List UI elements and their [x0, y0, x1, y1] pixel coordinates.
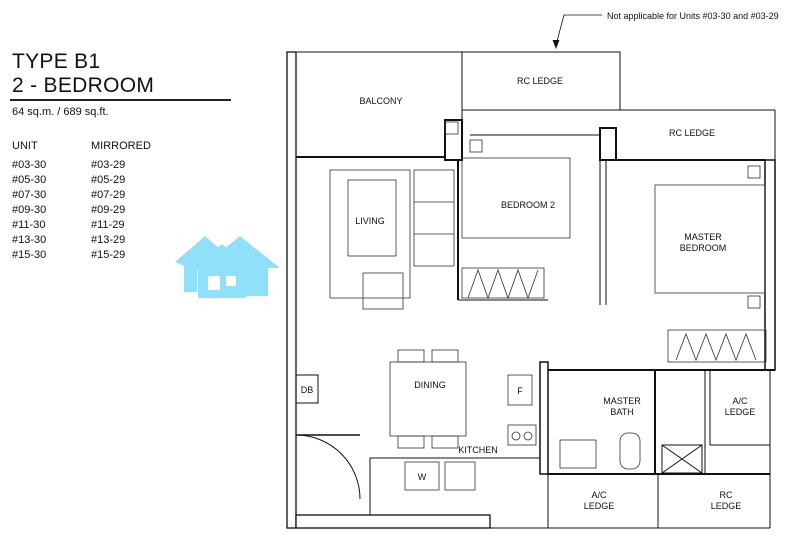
wardrobe-bedroom2	[461, 267, 545, 299]
label-master-bath-2: BATH	[610, 407, 633, 417]
mirrored-unit-number: #05-29	[91, 174, 126, 186]
label-rc-ledge-right: RC LEDGE	[669, 128, 715, 138]
label-rc-ledge-top: RC LEDGE	[517, 76, 563, 86]
mirrored-unit-number: #09-29	[91, 204, 126, 216]
label-rc-ledge-bottom-2: LEDGE	[711, 501, 742, 511]
label-db: DB	[301, 385, 314, 395]
armchair	[362, 272, 404, 310]
unit-number: #09-30	[12, 204, 47, 216]
mirrored-unit-number: #03-29	[91, 159, 126, 171]
wardrobe-master	[667, 329, 767, 363]
label-rc-ledge-bottom: RC	[720, 490, 733, 500]
unit-area: 64 sq.m. / 689 sq.ft.	[12, 106, 109, 118]
label-balcony: BALCONY	[359, 96, 402, 106]
label-bedroom2: BEDROOM 2	[501, 200, 555, 210]
kitchen-sink	[444, 461, 476, 491]
house-logo-watermark	[175, 236, 280, 298]
washer	[404, 461, 440, 491]
title-divider	[10, 99, 231, 101]
stove	[507, 424, 537, 446]
walls	[286, 51, 776, 529]
unit-number: #11-30	[12, 219, 46, 231]
unit-number: #13-30	[12, 234, 47, 246]
mirrored-unit-number: #11-29	[91, 219, 125, 231]
label-washer: W	[418, 472, 427, 482]
bath-sink	[559, 439, 597, 469]
unit-number: #07-30	[12, 189, 47, 201]
mirrored-unit-number: #07-29	[91, 189, 126, 201]
label-ac-ledge-right: A/C	[732, 396, 748, 406]
label-ac-ledge-right-2: LEDGE	[725, 407, 756, 417]
applicability-note: Not applicable for Units #03-30 and #03-…	[607, 11, 779, 21]
unit-number: #05-30	[12, 174, 47, 186]
label-kitchen: KITCHEN	[458, 445, 498, 455]
aircon-unit	[747, 295, 761, 309]
mirrored-column: MIRRORED #03-29 #05-29 #07-29 #09-29 #11…	[91, 139, 181, 263]
aircon-unit	[444, 121, 459, 135]
furniture	[329, 121, 767, 491]
unit-column: UNIT #03-30 #05-30 #07-30 #09-30 #11-30 …	[12, 139, 102, 263]
unit-number: #03-30	[12, 159, 47, 171]
label-dining: DINING	[414, 380, 446, 390]
label-living: LIVING	[355, 216, 385, 226]
dining-table	[389, 361, 467, 437]
label-ac-ledge-bottom-2: LEDGE	[584, 501, 615, 511]
unit-number: #15-30	[12, 249, 47, 261]
mirrored-unit-number: #15-29	[91, 249, 126, 261]
mirrored-header: MIRRORED	[91, 140, 151, 152]
fridge	[507, 374, 533, 406]
label-master-bath: MASTER	[603, 396, 641, 406]
label-ac-ledge-bottom: A/C	[591, 490, 607, 500]
mirrored-unit-number: #13-29	[91, 234, 126, 246]
aircon-unit	[469, 139, 483, 153]
coffee-table	[347, 179, 397, 257]
sofa	[413, 169, 455, 267]
living-rug	[329, 169, 411, 299]
bed-bedroom2	[461, 157, 571, 239]
label-fridge: F	[517, 386, 523, 396]
toilet	[619, 432, 641, 470]
aircon-unit	[747, 165, 761, 179]
bedroom-count-title: 2 - BEDROOM	[12, 74, 155, 97]
label-master-bedroom-2: BEDROOM	[680, 243, 727, 253]
label-master-bedroom: MASTER	[684, 232, 722, 242]
note-leader-arrow	[552, 14, 602, 50]
unit-header: UNIT	[12, 140, 38, 152]
master-bed	[654, 184, 766, 294]
unit-type-title: TYPE B1	[12, 50, 101, 73]
